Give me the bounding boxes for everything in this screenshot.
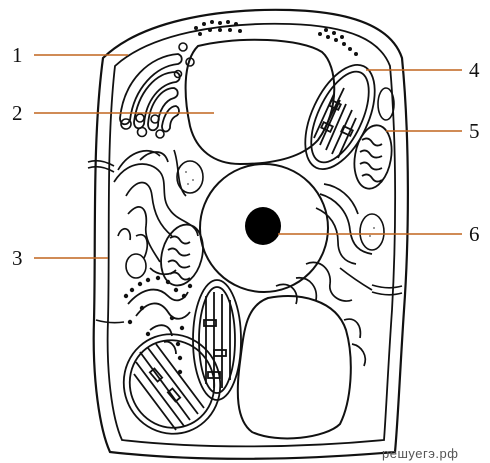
label-5: 5 — [469, 119, 480, 143]
vacuole-lower — [238, 296, 351, 438]
nucleolus — [245, 207, 281, 245]
label-4: 4 — [469, 58, 480, 82]
chloroplast-middle — [193, 280, 241, 400]
chloroplast-upper — [291, 54, 389, 179]
label-6: 6 — [469, 222, 480, 246]
mitochondrion-center — [155, 220, 210, 290]
watermark: решуегэ.рф — [382, 446, 458, 461]
rough-endoplasmic-reticulum — [128, 290, 190, 354]
chloroplast-lower — [110, 321, 234, 448]
ribosome-dots-top — [194, 20, 358, 56]
endoplasmic-reticulum-right — [276, 184, 372, 366]
label-1: 1 — [12, 43, 23, 67]
label-3: 3 — [12, 246, 23, 270]
small-vesicles — [126, 88, 394, 278]
label-2: 2 — [12, 101, 23, 125]
